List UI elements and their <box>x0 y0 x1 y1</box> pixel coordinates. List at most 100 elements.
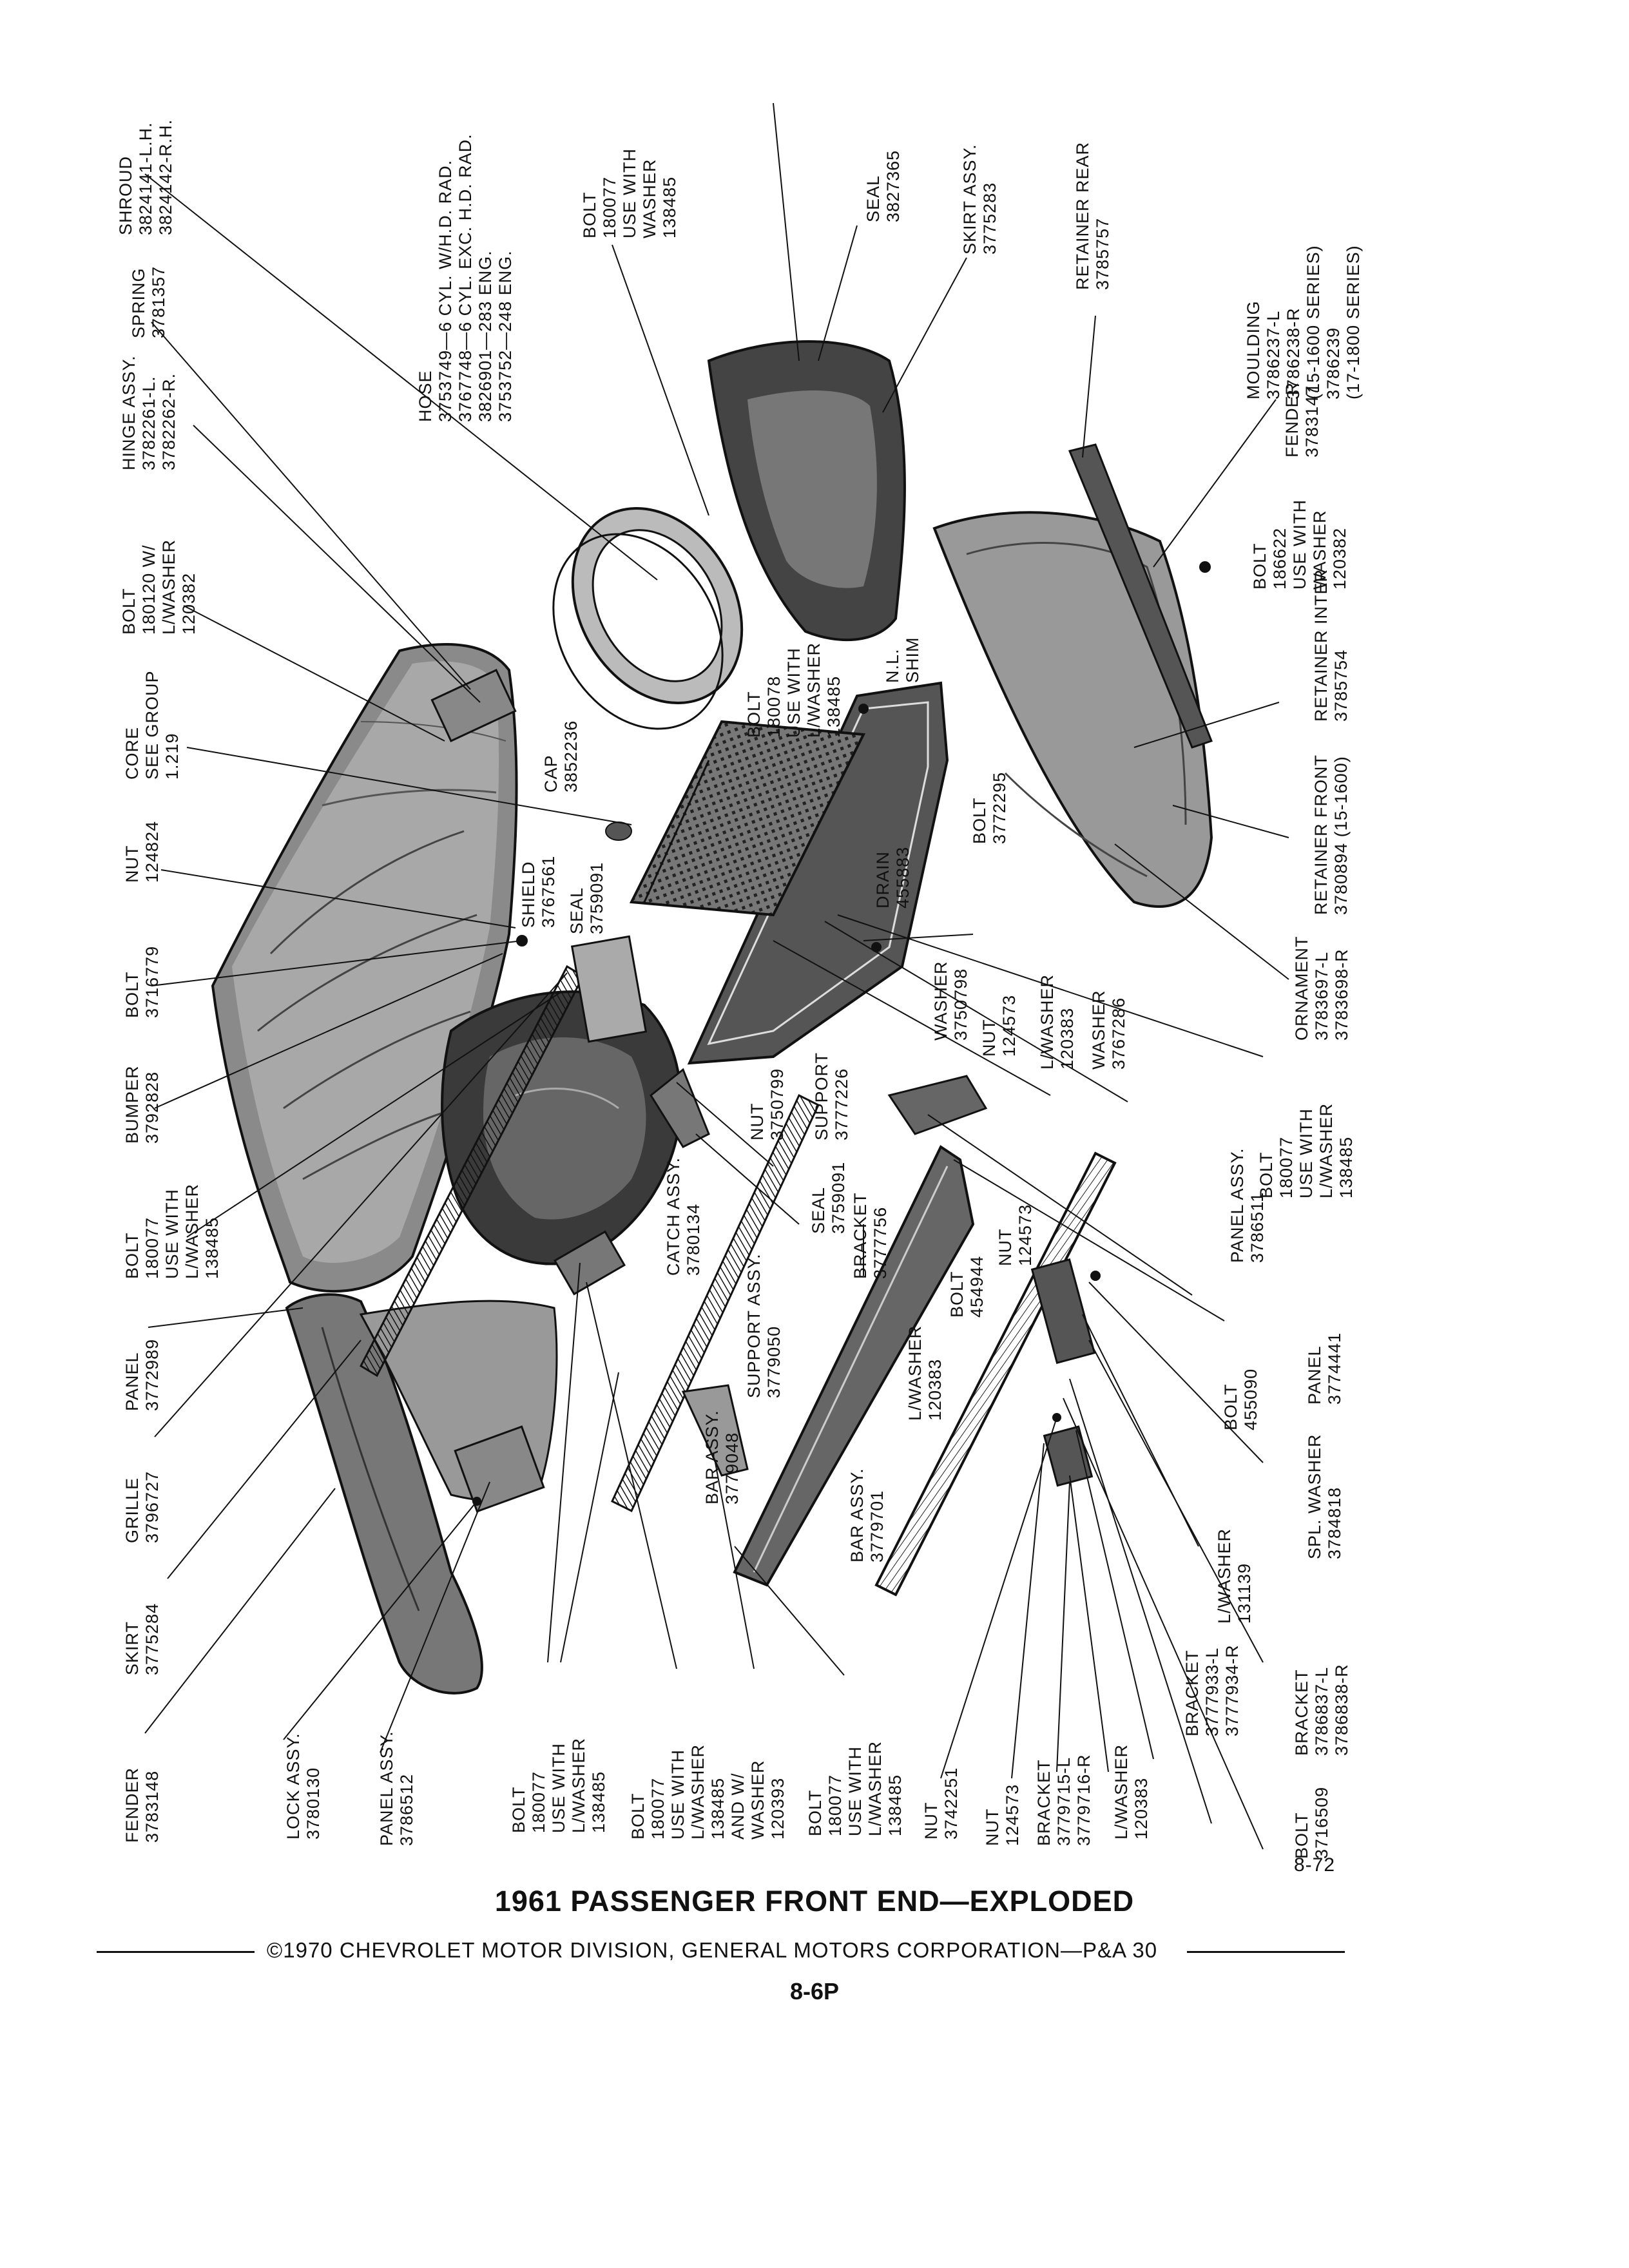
label-line: BRACKET <box>851 1192 870 1279</box>
label-line: 124573 <box>1016 1204 1035 1266</box>
label-line: CATCH ASSY. <box>664 1157 683 1276</box>
label-line: 454944 <box>967 1255 987 1318</box>
label-line: 3772989 <box>142 1338 162 1411</box>
small-brackets <box>430 561 1211 1513</box>
label-bar-assy-3779701: BAR ASSY.3779701 <box>847 1468 887 1562</box>
label-line: BOLT <box>947 1271 967 1318</box>
label-line: L/WASHER <box>688 1744 708 1840</box>
label-line: NUT <box>983 1808 1002 1847</box>
label-line: SPRING <box>129 267 148 338</box>
label-line: SEAL <box>863 175 883 222</box>
label-line: 3779701 <box>867 1490 887 1562</box>
label-line: RETAINER REAR <box>1073 141 1092 290</box>
label-line: SPL. WASHER <box>1305 1434 1324 1559</box>
label-line: ORNAMENT <box>1292 936 1311 1041</box>
label-line: 3780130 <box>304 1767 323 1840</box>
label-line: 3753749—6 CYL. W/H.D. RAD. <box>436 159 455 422</box>
label-line: BOLT <box>119 588 139 635</box>
label-line: 3824141-L.H. <box>136 122 155 235</box>
label-line: GRILLE <box>122 1477 142 1543</box>
label-skirt-assy: SKIRT ASSY.3775283 <box>960 144 1000 255</box>
label-line: USE WITH <box>162 1189 182 1279</box>
label-line: 3796727 <box>142 1470 162 1543</box>
label-line: N.L. <box>883 648 902 683</box>
label-panel-assy-3786511: PANEL ASSY.3786511 <box>1228 1148 1268 1263</box>
label-line: 3784818 <box>1325 1486 1344 1559</box>
label-line: RETAINER INTER <box>1311 568 1331 722</box>
label-line: 3716509 <box>1312 1786 1331 1859</box>
label-line: BOLT <box>970 797 989 844</box>
label-line: 3750798 <box>951 968 970 1041</box>
label-line: WASHER <box>640 159 659 238</box>
label-line: MOULDING <box>1244 300 1263 399</box>
label-line: 180077 <box>825 1774 845 1836</box>
label-line: 138485 <box>202 1216 222 1279</box>
radiator-support-part <box>629 681 949 1065</box>
label-line: 3786838-R <box>1332 1664 1351 1756</box>
copyright-line: ©1970 CHEVROLET MOTOR DIVISION, GENERAL … <box>266 1938 1158 1962</box>
label-line: HINGE ASSY. <box>119 355 139 470</box>
label-line: 3716779 <box>142 945 162 1018</box>
label-line: 3775284 <box>142 1602 162 1675</box>
label-line: 120383 <box>925 1358 945 1421</box>
label-line: BOLT <box>509 1786 528 1833</box>
moulding-part <box>1068 443 1213 749</box>
label-line: 3759091 <box>587 861 606 934</box>
label-line: BRACKET <box>1292 1669 1311 1756</box>
label-line: L/WASHER <box>865 1740 885 1836</box>
label-line: 138485 <box>589 1771 608 1833</box>
rule-right <box>1187 1951 1345 1953</box>
label-line: 3785757 <box>1093 217 1112 290</box>
label-line: SKIRT ASSY. <box>960 144 979 255</box>
label-line: SHIM <box>903 637 922 684</box>
label-line: BOLT <box>1250 543 1269 590</box>
label-line: CORE <box>122 726 142 780</box>
label-line: 3750799 <box>767 1068 787 1140</box>
hood-part <box>211 643 518 1293</box>
label-line: USE WITH <box>620 148 639 238</box>
right-fender-part <box>932 511 1213 908</box>
label-line: RETAINER FRONT <box>1311 754 1331 915</box>
label-line: 180077 <box>1277 1136 1296 1198</box>
label-line: BRACKET <box>1182 1649 1202 1736</box>
label-line: 186622 <box>1270 527 1289 590</box>
label-line: 124573 <box>999 994 1019 1057</box>
label-line: FENDER <box>1282 381 1302 457</box>
label-line: L/WASHER <box>1037 974 1057 1070</box>
label-line: 138485 <box>824 675 843 738</box>
label-line: PANEL ASSY. <box>377 1731 396 1846</box>
label-hinge-assy: HINGE ASSY.3782261-L.3782262-R. <box>119 355 179 470</box>
label-line: 3759091 <box>829 1161 848 1234</box>
label-line: LOCK ASSY. <box>284 1733 303 1840</box>
label-line: 138485 <box>708 1777 728 1840</box>
